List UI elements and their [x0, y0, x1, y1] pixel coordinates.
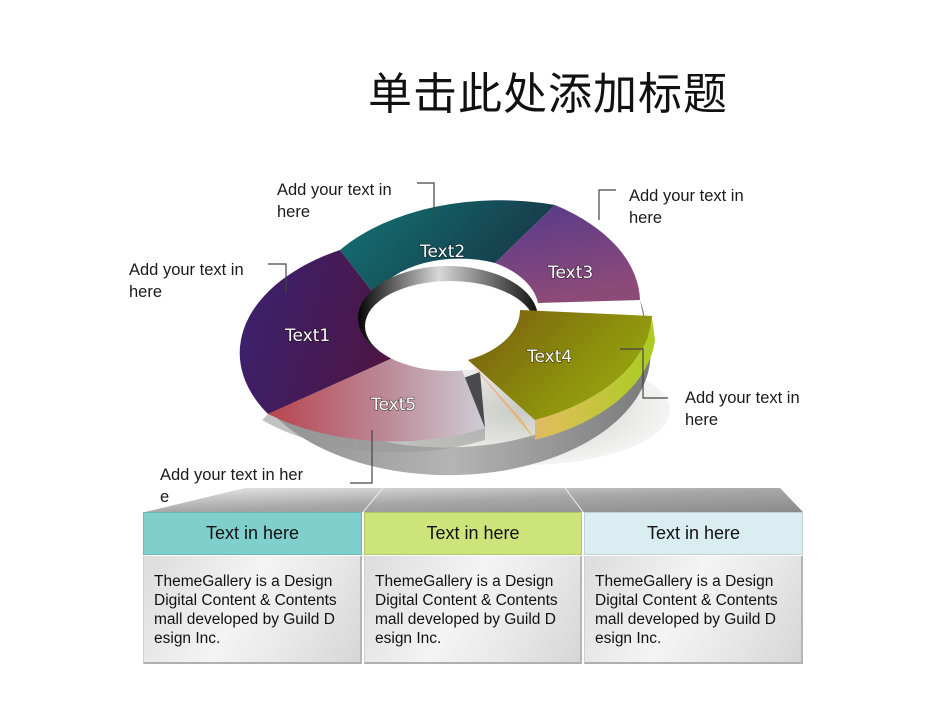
- slide-title[interactable]: 单击此处添加标题: [368, 69, 728, 120]
- callout-leaders: [268, 182, 668, 484]
- segment-label-text1: Text1: [284, 326, 330, 346]
- segment-text1[interactable]: [239, 250, 395, 414]
- box-header-1[interactable]: Text in here: [143, 512, 362, 555]
- segment-text4-side: [468, 318, 655, 440]
- segment-text3[interactable]: [495, 205, 640, 303]
- box-body-1[interactable]: ThemeGallery is a Design Digital Content…: [143, 556, 362, 664]
- box-body-3[interactable]: ThemeGallery is a Design Digital Content…: [584, 556, 803, 664]
- segment-label-text5: Text5: [370, 395, 416, 415]
- segment-label-text2: Text2: [419, 242, 465, 262]
- segment-text4[interactable]: [468, 310, 652, 420]
- box-header-2[interactable]: Text in here: [364, 512, 582, 555]
- segment-text5[interactable]: [268, 357, 485, 442]
- base-top: [145, 488, 803, 512]
- segment-text2[interactable]: [340, 200, 555, 295]
- segment-label-text4: Text4: [526, 347, 572, 367]
- box-body-2[interactable]: ThemeGallery is a Design Digital Content…: [364, 556, 582, 664]
- donut-hole: [365, 281, 535, 371]
- box-header-3[interactable]: Text in here: [584, 512, 803, 555]
- segment-label-text3: Text3: [547, 263, 593, 283]
